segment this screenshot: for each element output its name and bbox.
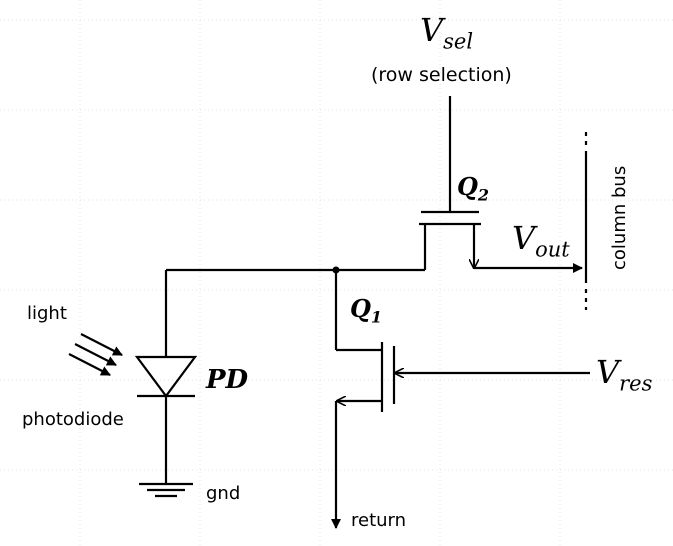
- v-sel-label: Vsel: [420, 11, 474, 54]
- v-out-label: Vout: [512, 219, 570, 262]
- q1-label: Q1: [350, 294, 383, 327]
- photodiode-label: photodiode: [22, 409, 124, 430]
- v-res-label: Vres: [596, 353, 653, 396]
- row-selection-label: (row selection): [371, 64, 512, 86]
- light-arrow-2: [74, 343, 117, 366]
- return-label: return: [351, 510, 407, 531]
- light-arrow-1: [80, 333, 123, 356]
- light-label: light: [27, 303, 67, 324]
- light-arrow-3: [68, 353, 111, 376]
- q2-label: Q2: [457, 172, 490, 205]
- photodiode-triangle: [134, 355, 198, 398]
- column-bus-label: column bus: [609, 165, 630, 270]
- node-junction-dot: [332, 266, 340, 274]
- gnd-label: gnd: [206, 483, 241, 504]
- pd-label: PD: [206, 365, 249, 395]
